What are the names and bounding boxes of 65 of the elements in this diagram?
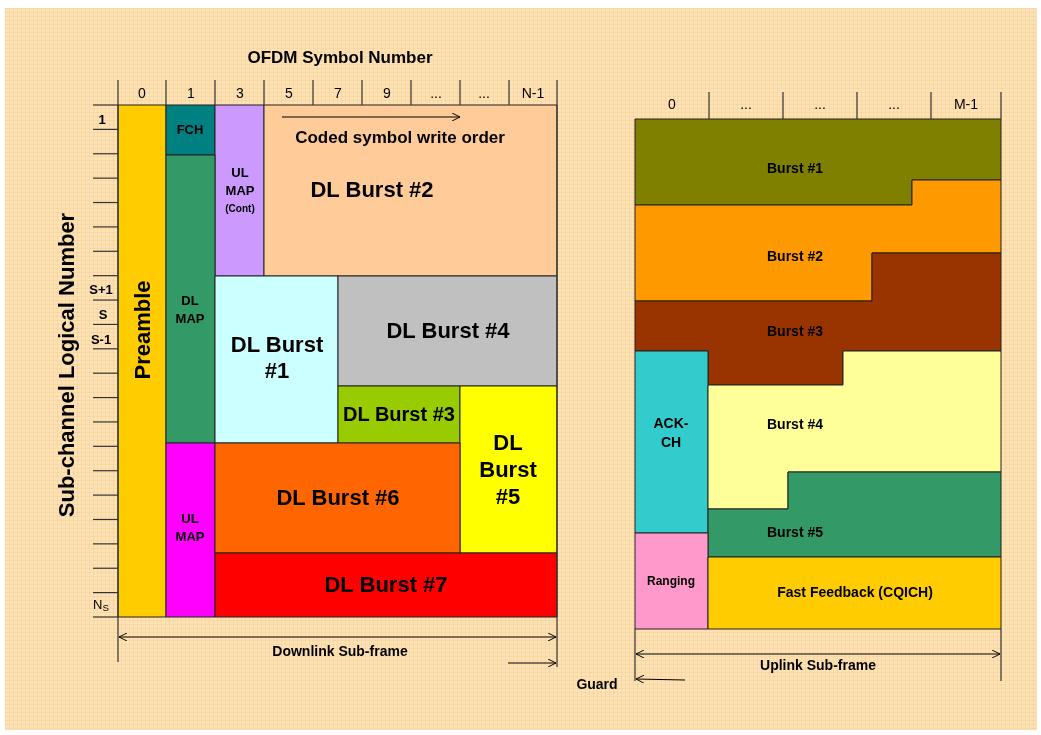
block-label: DL Burst #1: [229, 332, 325, 384]
axis-title: Sub-channel Logical Number: [52, 212, 80, 518]
ranging-block: [635, 533, 708, 629]
burst-region: [635, 253, 1001, 385]
tick-label: M-1: [953, 94, 979, 114]
block-label: FCH: [176, 121, 204, 140]
burst-block: [215, 443, 460, 553]
dimension-label: Downlink Sub-frame: [272, 641, 408, 661]
burst-block: [215, 553, 557, 617]
tick-label: 9: [383, 83, 391, 103]
block-label: ACK-CH: [652, 414, 690, 452]
block-label: DL Burst #3: [343, 402, 455, 426]
fch-block: [166, 105, 215, 155]
block-label: UL MAP: [224, 164, 256, 200]
burst-block: [460, 386, 557, 553]
block-label: Burst #4: [766, 414, 824, 434]
block-label: DL Burst #4: [386, 316, 510, 345]
map-block: [166, 443, 215, 617]
guard-label: Guard: [576, 674, 618, 694]
block-label: Burst #1: [766, 158, 824, 178]
tick-label: S-1: [90, 331, 112, 350]
block-label: DL Burst #6: [276, 483, 400, 512]
block-label: Coded symbol write order: [295, 127, 505, 150]
map-block: [166, 155, 215, 443]
tick-label: N-1: [521, 83, 545, 103]
tick-label: S: [98, 306, 108, 325]
block-label: Fast Feedback (CQICH): [777, 582, 933, 602]
burst-block: [215, 276, 338, 443]
tick-label: 7: [334, 83, 342, 103]
tick-label: 3: [236, 83, 244, 103]
tick-label: ...: [888, 94, 900, 114]
tick-label: 0: [138, 83, 146, 103]
block-label: Burst #5: [766, 522, 824, 542]
block-label: DL Burst #5: [478, 428, 538, 510]
burst-region: [708, 351, 1001, 509]
tick-label: 1: [98, 111, 106, 130]
block-label: Burst #3: [766, 321, 824, 341]
tick-label: ...: [740, 94, 752, 114]
tick-label: 1: [187, 83, 195, 103]
block-label: DL MAP: [174, 292, 206, 328]
block-label: DL Burst #7: [324, 570, 448, 599]
block-label: Ranging: [647, 573, 695, 590]
block-label: (Cont): [225, 201, 255, 216]
tick-label: 5: [285, 83, 293, 103]
burst-region: [635, 180, 1001, 301]
block-label: UL MAP: [174, 510, 206, 546]
axis-title: OFDM Symbol Number: [247, 47, 433, 70]
feedback-block: [708, 557, 1001, 629]
burst-block: [338, 386, 460, 443]
block-label: Burst #2: [766, 246, 824, 266]
tick-label: 0: [668, 94, 676, 114]
tick-label: S+1: [89, 281, 113, 300]
preamble-band: [118, 105, 166, 617]
tick-label: N$_{S}$: [93, 596, 109, 615]
burst-region: [708, 472, 1001, 557]
tick-label: ...: [814, 94, 826, 114]
block-label: DL Burst #2: [310, 175, 434, 204]
block-label: Preamble: [128, 280, 156, 380]
dimension-label: Uplink Sub-frame: [760, 655, 876, 675]
tick-label: ...: [478, 83, 490, 103]
map-block: [215, 105, 264, 276]
tick-label: ...: [430, 83, 442, 103]
burst-region: [635, 119, 1001, 205]
burst-block: [264, 105, 557, 276]
burst-block: [338, 276, 557, 386]
